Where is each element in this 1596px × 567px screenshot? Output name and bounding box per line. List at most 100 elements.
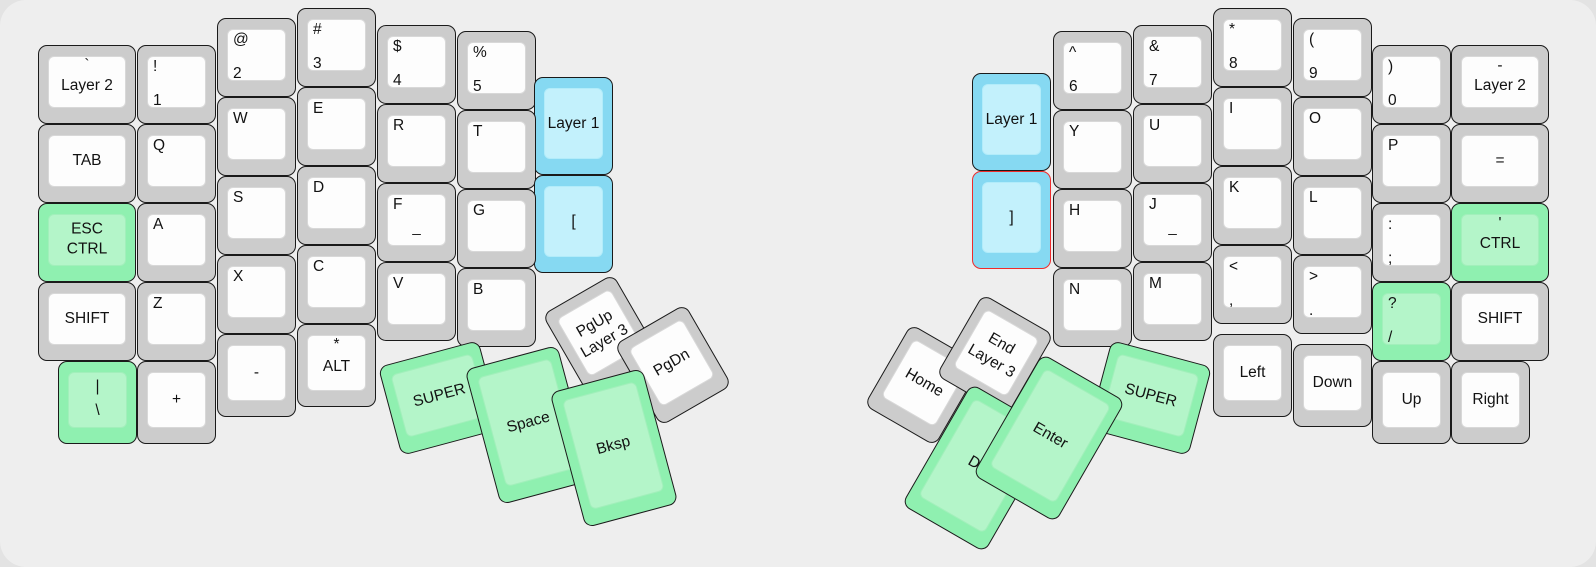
legend-top: > bbox=[1309, 268, 1319, 285]
legend-center: = bbox=[1495, 151, 1505, 169]
key-r-up[interactable]: Up bbox=[1372, 361, 1451, 444]
keycap-surface: U bbox=[1143, 115, 1202, 167]
keycap-surface: = bbox=[1461, 135, 1539, 187]
key-r-j[interactable]: J_ bbox=[1133, 183, 1212, 262]
key-l-w[interactable]: W bbox=[217, 97, 296, 176]
key-l-2[interactable]: @2 bbox=[217, 18, 296, 97]
key-r-8[interactable]: *8 bbox=[1213, 8, 1292, 87]
key-r-p[interactable]: P bbox=[1372, 124, 1451, 203]
key-r-h[interactable]: H bbox=[1053, 189, 1132, 268]
key-r-colon-semi[interactable]: :; bbox=[1372, 203, 1451, 282]
key-l-5[interactable]: %5 bbox=[457, 31, 536, 110]
keycap-surface: Q bbox=[147, 135, 206, 187]
keycap-surface: ESC CTRL bbox=[48, 214, 126, 266]
key-r-o[interactable]: O bbox=[1293, 97, 1372, 176]
legend-top: ^ bbox=[1069, 44, 1077, 61]
key-l-esc-ctrl[interactable]: ESC CTRL bbox=[38, 203, 136, 282]
key-r-m[interactable]: M bbox=[1133, 262, 1212, 341]
key-l-s[interactable]: S bbox=[217, 176, 296, 255]
key-l-grave-layer2[interactable]: `Layer 2 bbox=[38, 45, 136, 124]
keycap-surface: D bbox=[307, 177, 366, 229]
key-r-down[interactable]: Down bbox=[1293, 344, 1372, 427]
legend-top: J bbox=[1149, 196, 1157, 213]
key-l-tab[interactable]: TAB bbox=[38, 124, 136, 203]
key-r-l[interactable]: L bbox=[1293, 176, 1372, 255]
keycap-surface: W bbox=[227, 108, 286, 160]
legend-center: ] bbox=[1009, 208, 1014, 226]
key-l-3[interactable]: #3 bbox=[297, 8, 376, 87]
legend-top: ' bbox=[1498, 215, 1502, 232]
key-r-equal[interactable]: = bbox=[1451, 124, 1549, 203]
key-l-pipe-backslash[interactable]: |\ bbox=[58, 361, 137, 444]
key-l-4[interactable]: $4 bbox=[377, 25, 456, 104]
key-l-a[interactable]: A bbox=[137, 203, 216, 282]
legend-bottom: 7 bbox=[1149, 72, 1158, 88]
keycap-surface: SHIFT bbox=[48, 293, 126, 345]
legend-bottom: 5 bbox=[473, 78, 482, 94]
keycap-surface: L bbox=[1303, 187, 1362, 239]
keycap-surface: Left bbox=[1223, 345, 1282, 401]
key-r-u[interactable]: U bbox=[1133, 104, 1212, 183]
key-l-r[interactable]: R bbox=[377, 104, 456, 183]
legend-center: SHIFT bbox=[64, 309, 110, 327]
key-l-t[interactable]: T bbox=[457, 110, 536, 189]
key-l-star-alt[interactable]: *ALT bbox=[297, 324, 376, 407]
key-r-period[interactable]: >. bbox=[1293, 255, 1372, 334]
legend-bottom: 6 bbox=[1069, 78, 1078, 94]
key-r-k[interactable]: K bbox=[1213, 166, 1292, 245]
key-r-left[interactable]: Left bbox=[1213, 334, 1292, 417]
key-r-n[interactable]: N bbox=[1053, 268, 1132, 347]
keycap-surface: B bbox=[467, 279, 526, 331]
key-r-6[interactable]: ^6 bbox=[1053, 31, 1132, 110]
key-r-i[interactable]: I bbox=[1213, 87, 1292, 166]
legend-center: End Layer 3 bbox=[964, 329, 1019, 382]
key-l-d[interactable]: D bbox=[297, 166, 376, 245]
homing-bar: _ bbox=[412, 219, 421, 237]
legend-bottom: . bbox=[1309, 302, 1314, 318]
keycap-surface: [ bbox=[544, 186, 603, 257]
key-l-layer1[interactable]: Layer 1 bbox=[534, 77, 613, 175]
key-r-comma[interactable]: <, bbox=[1213, 245, 1292, 324]
key-r-quote-ctrl[interactable]: 'CTRL bbox=[1451, 203, 1549, 282]
keycap-surface: ^6 bbox=[1063, 42, 1122, 94]
key-l-shift[interactable]: SHIFT bbox=[38, 282, 136, 361]
key-r-minus-layer2[interactable]: -Layer 2 bbox=[1451, 45, 1549, 124]
key-r-9[interactable]: (9 bbox=[1293, 18, 1372, 97]
key-l-v[interactable]: V bbox=[377, 262, 456, 341]
key-l-b[interactable]: B bbox=[457, 268, 536, 347]
key-r-y[interactable]: Y bbox=[1053, 110, 1132, 189]
key-l-q[interactable]: Q bbox=[137, 124, 216, 203]
legend-bottom: 0 bbox=[1388, 92, 1397, 108]
legend-center: ALT bbox=[322, 358, 351, 376]
key-r-right[interactable]: Right bbox=[1451, 361, 1530, 444]
legend-center: ESC CTRL bbox=[66, 220, 108, 258]
key-r-shift[interactable]: SHIFT bbox=[1451, 282, 1549, 361]
key-l-e[interactable]: E bbox=[297, 87, 376, 166]
key-l-g[interactable]: G bbox=[457, 189, 536, 268]
keycap-surface: A bbox=[147, 214, 206, 266]
key-l-plus[interactable]: + bbox=[137, 361, 216, 444]
key-l-x[interactable]: X bbox=[217, 255, 296, 334]
key-l-minus[interactable]: - bbox=[217, 334, 296, 417]
key-l-z[interactable]: Z bbox=[137, 282, 216, 361]
key-l-f[interactable]: F_ bbox=[377, 183, 456, 262]
legend-top: A bbox=[153, 216, 164, 233]
key-r-7[interactable]: &7 bbox=[1133, 25, 1212, 104]
legend-bottom: , bbox=[1229, 292, 1234, 308]
key-l-1[interactable]: !1 bbox=[137, 45, 216, 124]
key-l-c[interactable]: C bbox=[297, 245, 376, 324]
keycap-surface: `Layer 2 bbox=[48, 56, 126, 108]
keycap-surface: T bbox=[467, 121, 526, 173]
key-r-0[interactable]: )0 bbox=[1372, 45, 1451, 124]
legend-top: O bbox=[1309, 110, 1322, 127]
key-r-layer1[interactable]: Layer 1 bbox=[972, 73, 1051, 171]
key-r-slash[interactable]: ?/ bbox=[1372, 282, 1451, 361]
keycap-surface: $4 bbox=[387, 36, 446, 88]
key-l-lbracket[interactable]: [ bbox=[534, 175, 613, 273]
legend-top: * bbox=[1229, 21, 1236, 38]
keycap-surface: TAB bbox=[48, 135, 126, 187]
keycap-surface: + bbox=[147, 372, 206, 428]
keycap-surface: :; bbox=[1382, 214, 1441, 266]
legend-top: & bbox=[1149, 38, 1160, 55]
key-r-rbracket[interactable]: ] bbox=[972, 171, 1051, 269]
